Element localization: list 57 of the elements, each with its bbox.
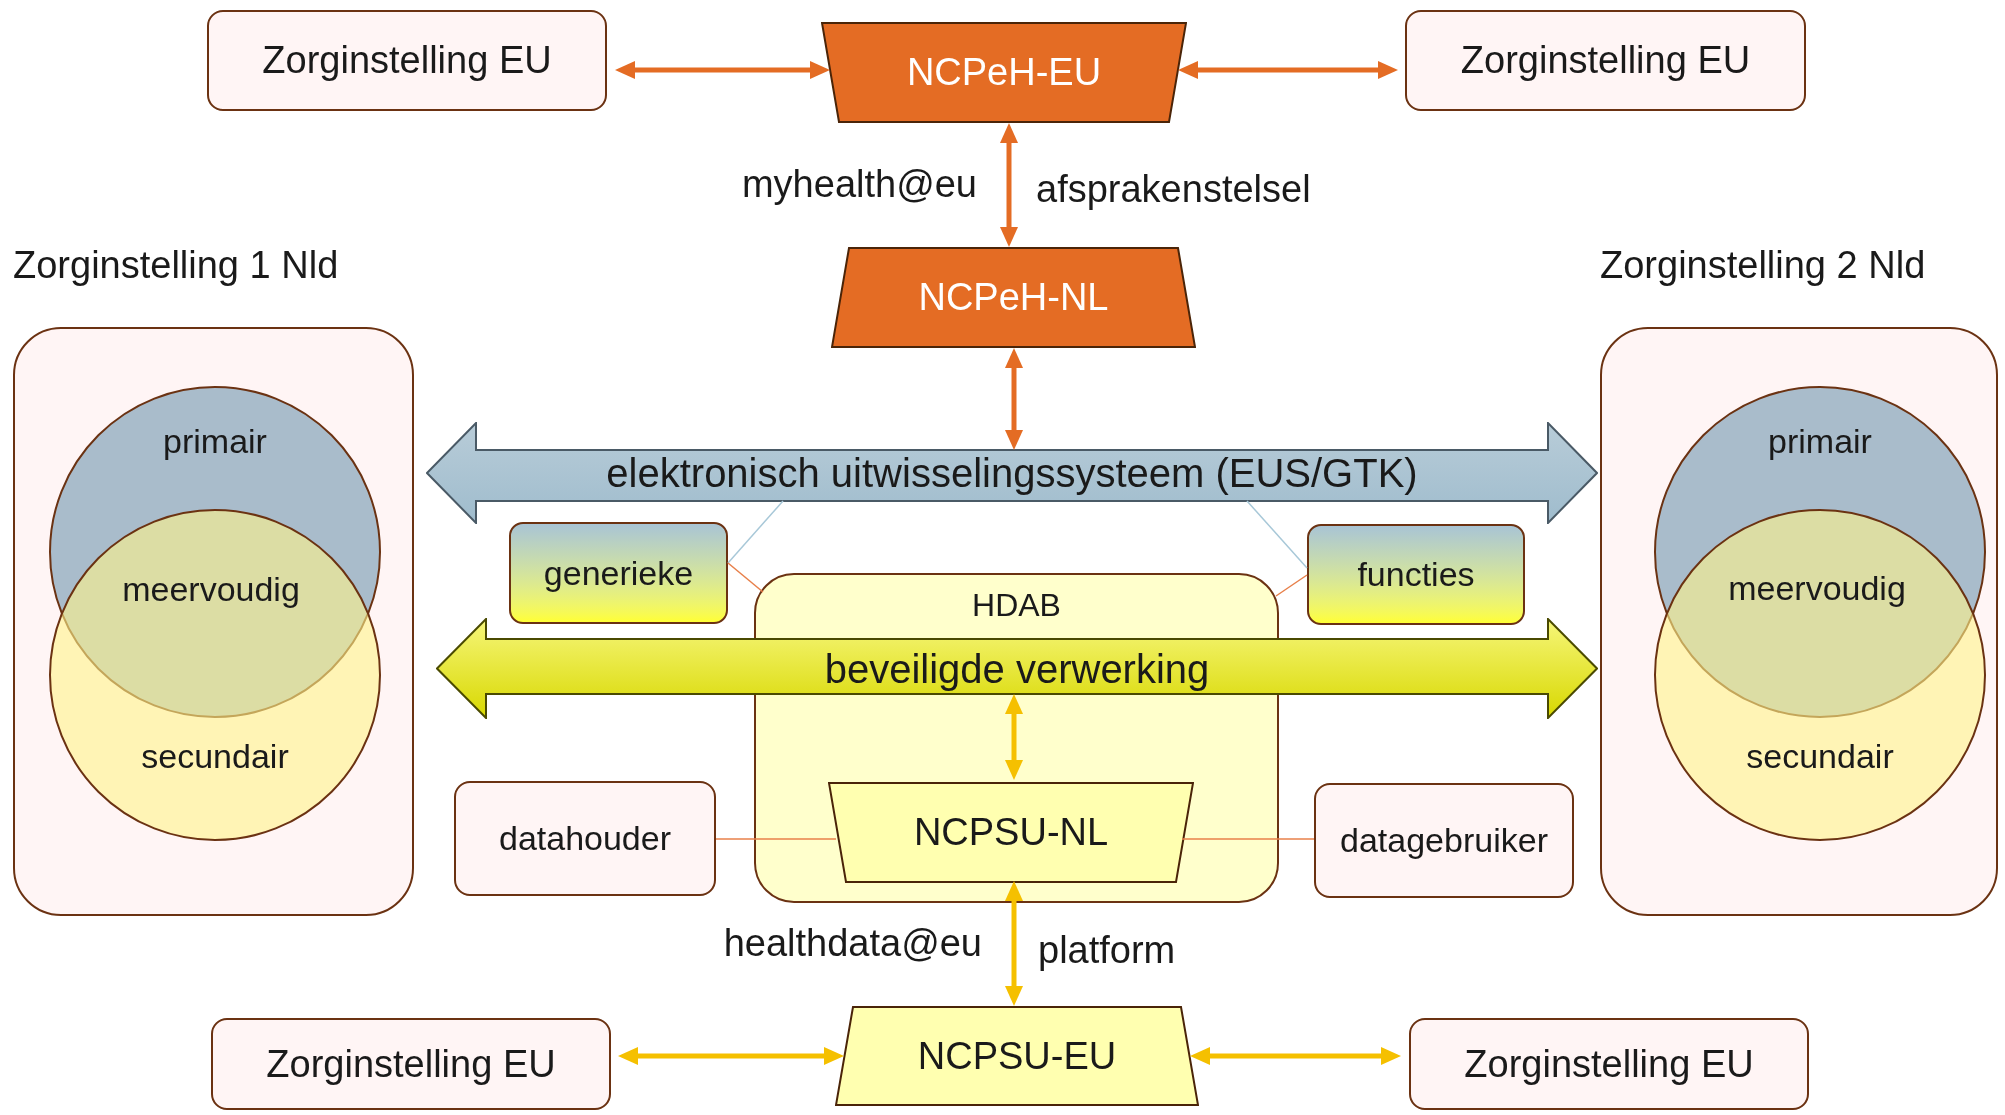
double-arrow xyxy=(618,1047,844,1065)
node-label: NCPSU-EU xyxy=(917,1033,1117,1079)
trapezoid-box xyxy=(828,782,1194,883)
double-arrow xyxy=(1178,61,1398,79)
connector-line xyxy=(727,500,784,564)
circle-shape xyxy=(49,386,381,718)
double-arrow-band xyxy=(436,618,1598,719)
node-label: primair xyxy=(1768,421,1872,462)
node-label: Zorginstelling EU xyxy=(266,1041,556,1087)
connector-line xyxy=(1181,838,1315,840)
trapezoid-box xyxy=(835,1006,1199,1106)
text-label: meervoudig xyxy=(122,568,300,610)
node-label: secundair xyxy=(141,736,289,777)
double-arrow xyxy=(615,61,830,79)
circle-shape xyxy=(1654,386,1986,718)
node-label: primair xyxy=(163,421,267,462)
node-label: Zorginstelling 2 Nld xyxy=(1600,242,1926,288)
double-arrow xyxy=(1005,348,1023,450)
rounded-box xyxy=(1314,783,1574,898)
node-label: Zorginstelling 1 Nld xyxy=(13,242,339,288)
node-label: NCPeH-NL xyxy=(918,275,1109,320)
node-label: Zorginstelling EU xyxy=(1464,1041,1754,1087)
rounded-box xyxy=(207,10,607,111)
node-label: functies xyxy=(1357,554,1475,595)
rounded-box xyxy=(1307,524,1525,625)
text-label: afsprakenstelsel xyxy=(1036,167,1311,213)
rounded-box xyxy=(1405,10,1806,111)
node-label: beveiligde verwerking xyxy=(824,645,1210,693)
text-label: meervoudig xyxy=(1728,567,1906,609)
node-label: NCPeH-EU xyxy=(906,50,1102,95)
double-arrow xyxy=(1190,1047,1401,1065)
text-label: platform xyxy=(1038,928,1176,974)
double-arrow xyxy=(1000,123,1018,247)
connector-line xyxy=(1275,574,1308,597)
node-label: NCPSU-NL xyxy=(913,810,1109,855)
node-label: Zorginstelling EU xyxy=(262,38,552,83)
rounded-box xyxy=(1409,1018,1809,1110)
double-arrow-band xyxy=(426,422,1598,524)
trapezoid-box xyxy=(821,22,1187,123)
connector-line xyxy=(1246,500,1308,569)
node-label: generieke xyxy=(543,552,694,594)
node-label: elektronisch uitwisselingssysteem (EUS/GTK) xyxy=(606,450,1418,497)
connector-line xyxy=(715,838,837,840)
connector-line xyxy=(727,562,764,593)
node-label: datagebruiker xyxy=(1340,820,1548,861)
circle-shape xyxy=(1654,509,1986,841)
rounded-box xyxy=(211,1018,611,1110)
circle-shape xyxy=(49,509,381,841)
rounded-box xyxy=(509,522,728,624)
double-arrow xyxy=(1005,881,1023,1006)
trapezoid-box xyxy=(831,247,1196,348)
node-label: Zorginstelling EU xyxy=(1460,38,1751,83)
node-label: secundair xyxy=(1746,736,1894,777)
double-arrow xyxy=(1005,694,1023,780)
node-label: datahouder xyxy=(498,818,671,859)
node-label: HDAB xyxy=(972,586,1061,625)
rounded-box xyxy=(454,781,716,896)
